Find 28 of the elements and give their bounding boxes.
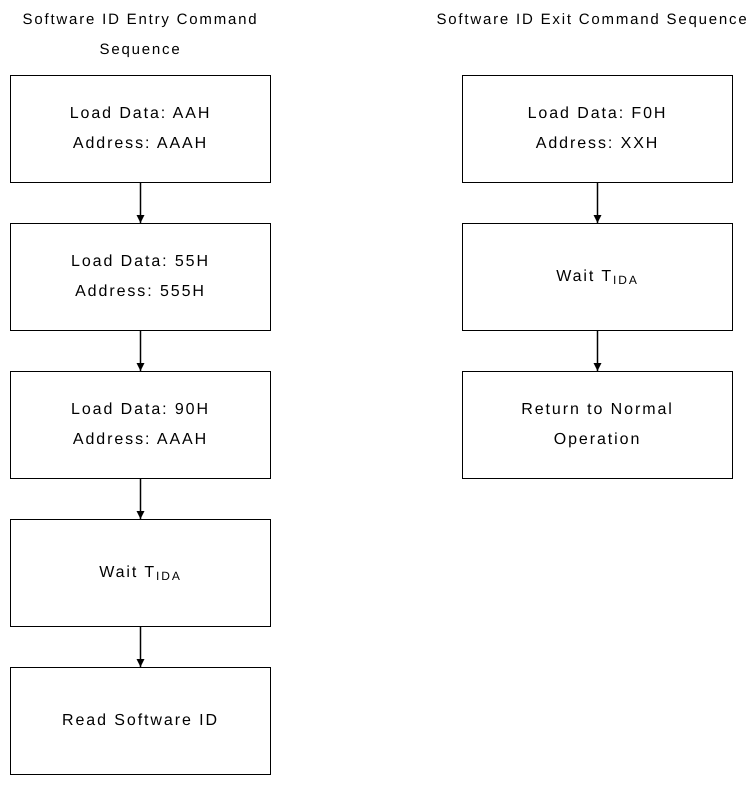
process-box	[462, 371, 733, 479]
process-box	[10, 667, 271, 775]
step-text: Load Data: F0H	[528, 104, 668, 124]
step-text: Load Data: AAH	[70, 104, 212, 124]
step-text: Address: XXH	[536, 134, 660, 154]
step-text: Wait T$_{IDA}$	[556, 267, 639, 289]
column-heading: Software ID Entry Command Sequence	[22, 10, 260, 60]
arrow	[136, 627, 144, 667]
step-text: Address: 555H	[75, 282, 206, 302]
arrow	[136, 331, 144, 371]
step-text: Wait T$_{IDA}$	[99, 563, 182, 585]
step-text: Address: AAAH	[72, 134, 208, 154]
step-text: Return to Normal Operation	[520, 400, 675, 450]
column-heading: Software ID Exit Command Sequence	[435, 10, 750, 30]
process-box	[10, 75, 271, 183]
step-text: Load Data: 55H	[71, 252, 210, 272]
arrow	[594, 331, 602, 371]
process-box	[462, 223, 733, 331]
process-box	[10, 519, 271, 627]
process-box	[10, 223, 271, 331]
step-text: Load Data: 90H	[71, 400, 210, 420]
step-text: Read Software ID	[62, 711, 219, 731]
arrow	[136, 479, 144, 519]
arrow	[594, 183, 602, 223]
process-box	[462, 75, 733, 183]
step-text: Address: AAAH	[72, 430, 208, 450]
process-box	[10, 371, 271, 479]
arrow	[136, 183, 144, 223]
